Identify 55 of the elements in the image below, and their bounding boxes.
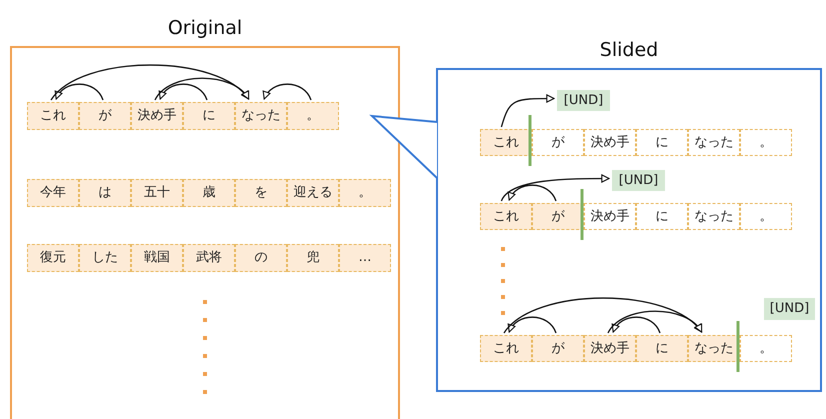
- token-cell: 兜: [287, 244, 339, 272]
- und-token: [UND]: [764, 298, 815, 320]
- dependency-arrow: [500, 174, 610, 202]
- token-cell: した: [79, 244, 131, 272]
- token-cell: 。: [339, 179, 391, 207]
- dependency-arrow: [607, 310, 702, 334]
- token-cell: が: [79, 102, 131, 130]
- panel-title: Original: [166, 16, 244, 41]
- token-cell: 迎える: [287, 179, 339, 207]
- dependency-arrow: [504, 297, 702, 334]
- token-cell: 戦国: [131, 244, 183, 272]
- token-cell: に: [636, 129, 688, 156]
- dependency-arrow: [160, 84, 208, 100]
- token-cell: これ: [480, 129, 532, 156]
- dependency-arrow: [612, 316, 661, 334]
- token-cell: 今年: [27, 179, 79, 207]
- token-cell: に: [183, 102, 235, 130]
- token-cell: 歳: [183, 179, 235, 207]
- token-cell: 。: [287, 102, 339, 130]
- token-cell: これ: [480, 203, 532, 230]
- token-cell: なった: [688, 335, 740, 362]
- token-cell: に: [636, 203, 688, 230]
- token-cell: 決め手: [584, 129, 636, 156]
- token-cell: これ: [27, 102, 79, 130]
- panel-title: Slided: [598, 38, 660, 63]
- token-cell: の: [235, 244, 287, 272]
- token-cell: 。: [740, 129, 792, 156]
- dependency-arrow: [500, 94, 555, 128]
- token-cell: …: [339, 244, 391, 272]
- token-cell: 武将: [183, 244, 235, 272]
- token-cell: が: [532, 203, 584, 230]
- token-cell: なった: [235, 102, 287, 130]
- token-cell: は: [79, 179, 131, 207]
- token-cell: が: [532, 335, 584, 362]
- token-cell: 。: [740, 203, 792, 230]
- dependency-arrow: [56, 84, 104, 100]
- token-cell: 復元: [27, 244, 79, 272]
- token-cell: に: [636, 335, 688, 362]
- token-cell: を: [235, 179, 287, 207]
- dependency-arrow: [508, 316, 557, 334]
- token-cell: 決め手: [584, 203, 636, 230]
- token-cell: 。: [740, 335, 792, 362]
- dependency-arrow: [50, 64, 250, 100]
- token-cell: 決め手: [584, 335, 636, 362]
- token-cell: 五十: [131, 179, 183, 207]
- dependency-arrow: [508, 184, 557, 202]
- und-token: [UND]: [612, 170, 665, 191]
- token-cell: 決め手: [131, 102, 183, 130]
- token-cell: が: [532, 129, 584, 156]
- und-token: [UND]: [557, 90, 610, 111]
- dependency-arrow: [154, 78, 250, 100]
- token-cell: なった: [688, 203, 740, 230]
- token-cell: なった: [688, 129, 740, 156]
- token-cell: これ: [480, 335, 532, 362]
- dependency-arrow: [264, 84, 312, 100]
